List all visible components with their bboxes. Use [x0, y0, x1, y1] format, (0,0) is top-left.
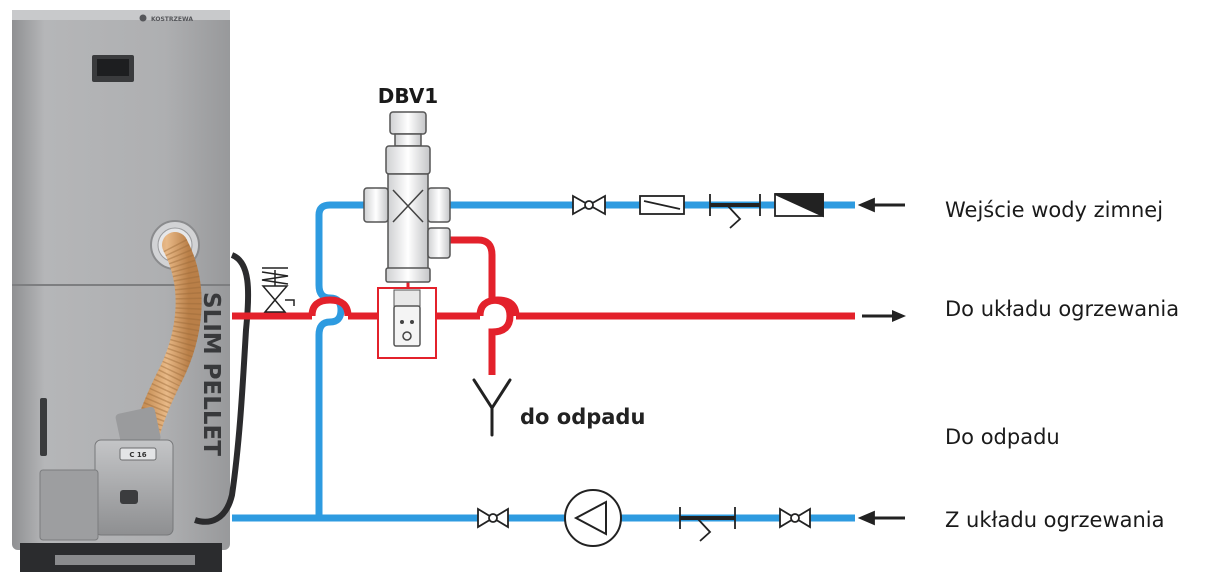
sensor-face	[393, 305, 421, 347]
return-ball-valve-1-knob	[488, 513, 498, 523]
burner-cable	[194, 252, 252, 525]
brand-logo-icon	[139, 14, 147, 22]
safety-valve-outlet	[263, 298, 287, 313]
pipes	[232, 201, 855, 522]
valve-port-left	[363, 187, 389, 223]
safety-valve-exhaust	[285, 299, 295, 306]
valve-port-right	[427, 187, 451, 223]
supply-check-valve-fill	[774, 193, 824, 218]
burner-badge: C 16	[129, 451, 146, 459]
boiler-body	[12, 10, 230, 550]
valve-neck	[394, 133, 422, 147]
safety-valve-body	[261, 285, 289, 302]
circulation-pump-triangle	[573, 500, 607, 536]
burner-window	[120, 490, 138, 504]
drain-funnel-icon	[472, 378, 512, 437]
return-ball-valve-2-knob	[790, 513, 800, 523]
cold-bypass-pipe	[315, 201, 345, 518]
return-strainer-leg	[696, 517, 712, 542]
valve-port-drain	[427, 227, 451, 259]
heating-arrow-head	[892, 310, 906, 322]
valve-body	[387, 173, 429, 277]
valve-bottom-nut	[385, 267, 431, 283]
inlet-arrow-head	[857, 197, 875, 213]
supply-fittings	[572, 193, 905, 229]
valve-nut	[385, 145, 431, 175]
dbv1-valve: DBV1	[363, 84, 451, 359]
sensor-dot-2	[410, 320, 414, 324]
supply-strainer-leg	[726, 204, 742, 229]
burner-badge-plate	[119, 447, 157, 461]
drain-pipe	[448, 236, 514, 375]
return-fittings	[477, 489, 905, 547]
hot-crossover	[308, 296, 352, 317]
label-to-heating: Do układu ogrzewania	[945, 297, 1180, 321]
controller-screen	[97, 59, 129, 76]
feeder-tube	[115, 406, 161, 449]
boiler: KOSTRZEWA C 16 SLIM PELLET	[12, 10, 252, 572]
model-label: SLIM PELLET	[198, 292, 224, 456]
label-cold-water-in: Wejście wody zimnej	[945, 198, 1164, 222]
boiler-top-highlight	[12, 10, 230, 20]
supply-ball-valve-knob	[584, 200, 594, 210]
safety-spring-zigzag	[261, 271, 289, 285]
supply-filter-diag	[643, 200, 681, 210]
sensor-dot-1	[400, 320, 404, 324]
brand-logo-text: KOSTRZEWA	[151, 16, 193, 23]
sensor-head	[393, 289, 421, 307]
dbv1-label: DBV1	[378, 84, 438, 108]
return-arrow-head	[857, 510, 875, 526]
boiler-base-slot	[55, 555, 195, 565]
sensor-dial	[402, 331, 412, 341]
label-to-drain: Do odpadu	[945, 425, 1060, 449]
label-from-heating: Z układu ogrzewania	[945, 508, 1165, 532]
boiler-handle	[40, 398, 47, 456]
safety-valve	[261, 267, 295, 313]
burner-mount-plate	[39, 469, 99, 541]
heating-output-arrow	[862, 310, 906, 322]
valve-cap	[389, 111, 427, 135]
valve-cross-2	[392, 189, 424, 223]
drain-label: do odpadu	[520, 405, 645, 429]
